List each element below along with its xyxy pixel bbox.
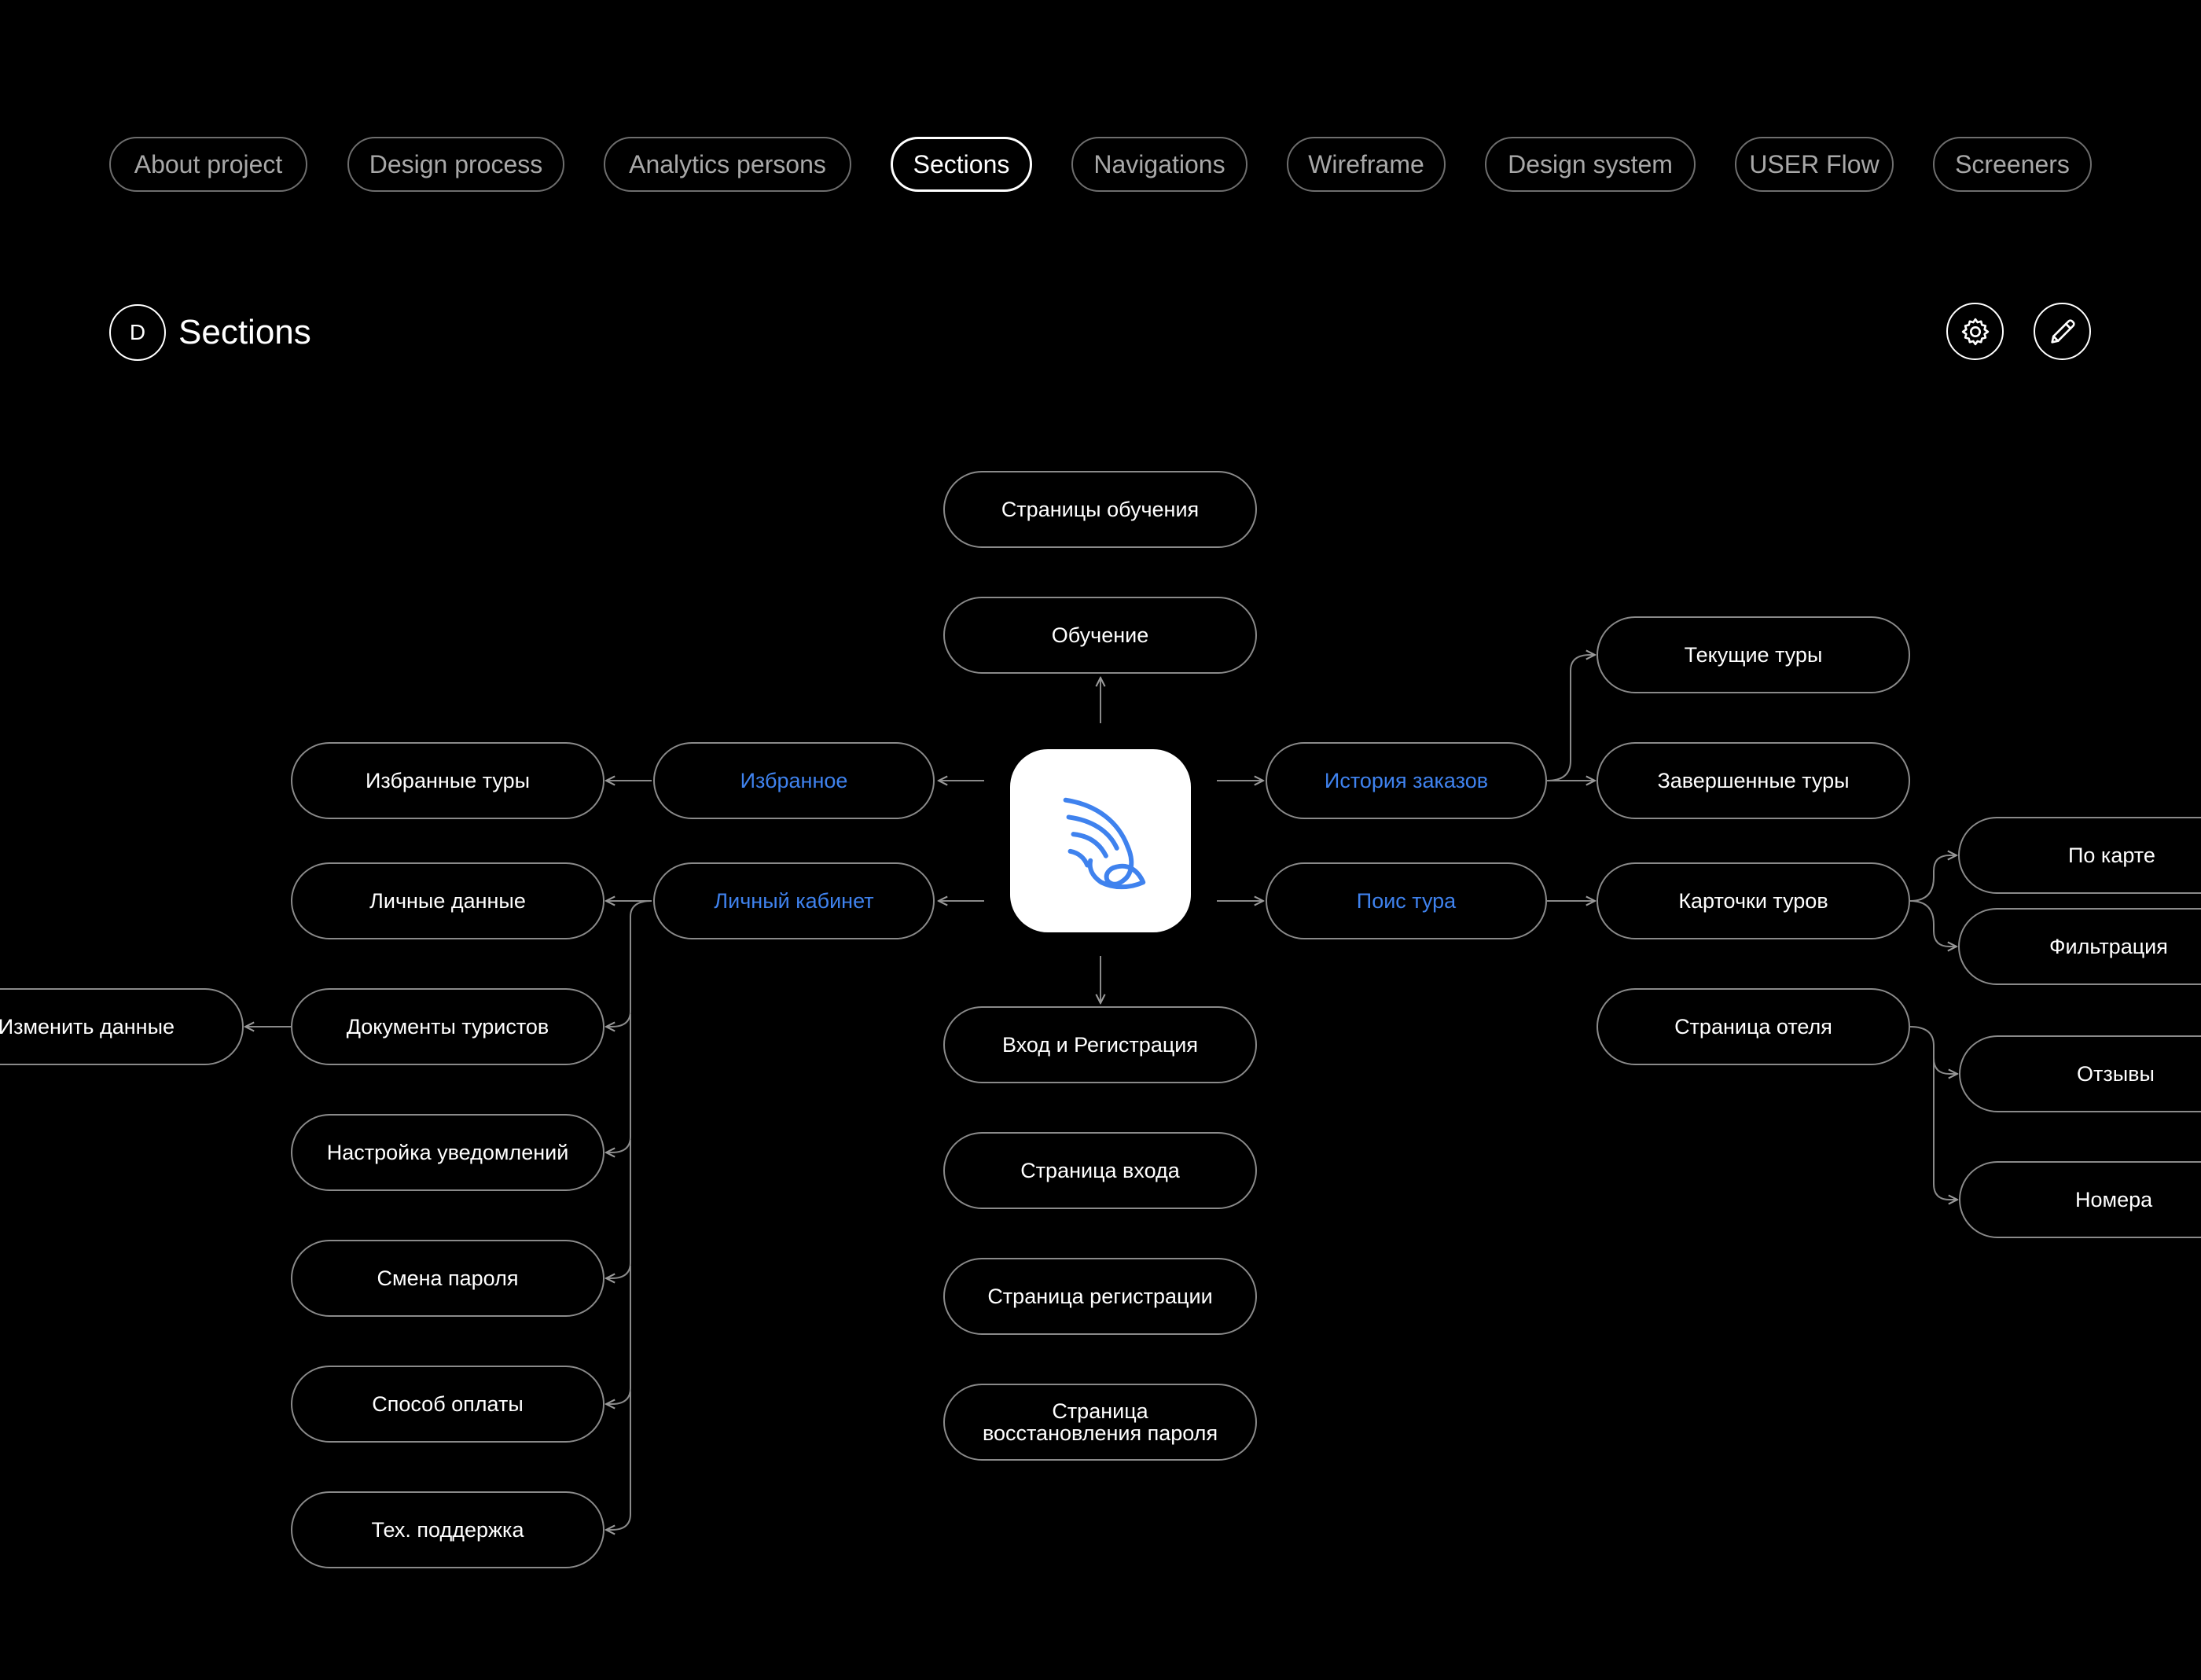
tab-user-flow[interactable]: USER Flow — [1735, 137, 1894, 192]
node-filtering[interactable]: Фильтрация — [1958, 908, 2201, 985]
node-notifications[interactable]: Настройка уведомлений — [291, 1114, 604, 1191]
node-login-registration[interactable]: Вход и Регистрация — [943, 1006, 1257, 1083]
settings-button[interactable] — [1946, 303, 2004, 360]
gear-icon — [1961, 318, 1989, 345]
node-favorite-tours[interactable]: Избранные туры — [291, 742, 604, 819]
node-reviews[interactable]: Отзывы — [1959, 1035, 2201, 1112]
node-order-history[interactable]: История заказов — [1266, 742, 1547, 819]
tab-navigations[interactable]: Navigations — [1071, 137, 1247, 192]
node-login-page[interactable]: Страница входа — [943, 1132, 1257, 1209]
connector — [606, 1391, 631, 1530]
node-edit-data[interactable]: Изменить данные — [0, 988, 244, 1065]
tab-design-system[interactable]: Design system — [1485, 137, 1696, 192]
edit-button[interactable] — [2034, 303, 2091, 360]
pencil-icon — [2050, 318, 2075, 344]
app-logo — [1010, 749, 1191, 932]
node-rooms[interactable]: Номера — [1959, 1161, 2201, 1238]
connector — [1546, 655, 1595, 781]
node-change-password[interactable]: Смена пароля — [291, 1240, 604, 1317]
node-tourist-docs[interactable]: Документы туристов — [291, 988, 604, 1065]
node-tour-search[interactable]: Поис тура — [1266, 862, 1547, 939]
tab-about-project[interactable]: About project — [109, 137, 307, 192]
section-badge: D — [109, 304, 166, 361]
connector — [1933, 1058, 1957, 1200]
node-recovery-page[interactable]: Страница восстановления пароля — [943, 1384, 1257, 1461]
connector — [1909, 900, 1957, 947]
node-favorites[interactable]: Избранное — [653, 742, 935, 819]
node-learning[interactable]: Обучение — [943, 597, 1257, 674]
tab-analytics-persons[interactable]: Analytics persons — [604, 137, 851, 192]
wing-icon — [1063, 797, 1146, 889]
tab-design-process[interactable]: Design process — [347, 137, 564, 192]
node-completed-tours[interactable]: Завершенные туры — [1597, 742, 1910, 819]
node-payment-method[interactable]: Способ оплаты — [291, 1366, 604, 1443]
tab-sections[interactable]: Sections — [891, 137, 1032, 192]
node-personal-data[interactable]: Личные данные — [291, 862, 604, 939]
node-by-map[interactable]: По карте — [1958, 817, 2201, 894]
node-registration-page[interactable]: Страница регистрации — [943, 1258, 1257, 1335]
node-learning-pages[interactable]: Страницы обучения — [943, 471, 1257, 548]
node-current-tours[interactable]: Текущие туры — [1597, 616, 1910, 693]
connector — [606, 1014, 631, 1152]
node-support[interactable]: Тех. поддержка — [291, 1491, 604, 1568]
node-tour-cards[interactable]: Карточки туров — [1597, 862, 1910, 939]
tab-wireframe[interactable]: Wireframe — [1287, 137, 1446, 192]
connector — [606, 1266, 631, 1404]
page-header: D Sections — [109, 303, 311, 362]
node-account[interactable]: Личный кабинет — [653, 862, 935, 939]
connector — [606, 1140, 631, 1278]
page-title: Sections — [178, 313, 311, 351]
section-tabs: About project Design process Analytics p… — [0, 0, 2201, 204]
connector — [606, 900, 652, 1027]
node-hotel-page[interactable]: Страница отеля — [1597, 988, 1910, 1065]
connector — [1909, 855, 1957, 902]
tab-screeners[interactable]: Screeners — [1933, 137, 2092, 192]
